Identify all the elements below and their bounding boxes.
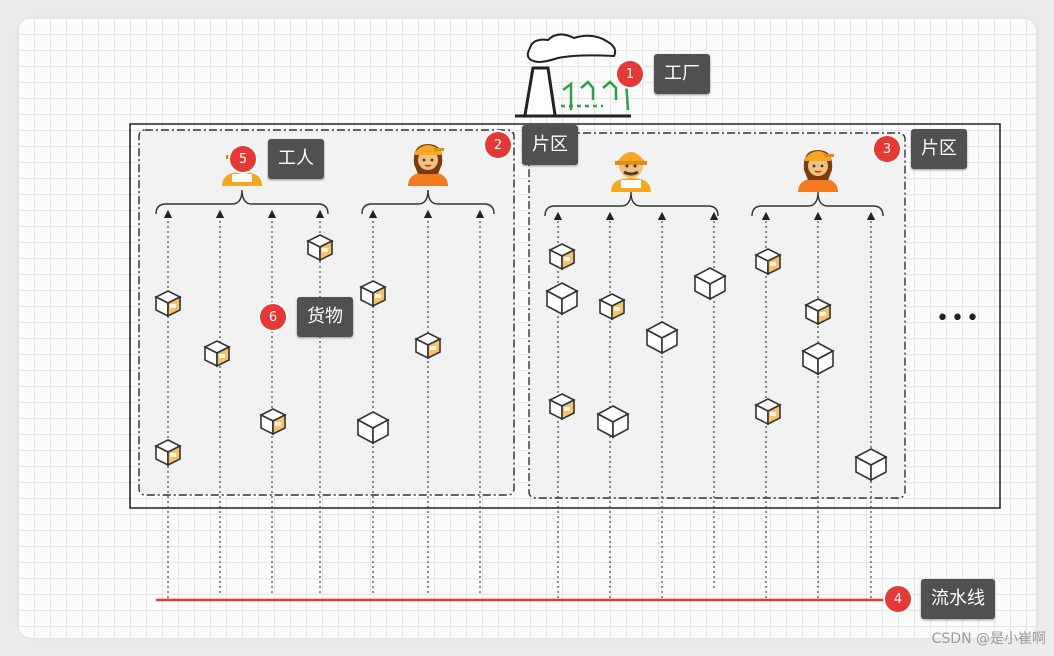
cube-icon (599, 293, 625, 320)
watermark: CSDN @是小崔啊 (931, 631, 1046, 647)
factory-icon (515, 33, 631, 118)
label-pipeline: 流水线 (921, 579, 995, 619)
diagram-canvas: ••• 1 工厂 2 片区 3 片区 5 工人 6 货物 4 流水线 (18, 18, 1036, 638)
badge-zone-left: 2 (485, 132, 511, 158)
cube-icon (155, 439, 181, 466)
cube-icon (360, 280, 386, 307)
label-worker: 工人 (268, 139, 324, 179)
zone-right (528, 132, 906, 499)
cube-icon (755, 248, 781, 275)
cube-icon (755, 398, 781, 425)
label-zone-left: 片区 (522, 125, 578, 165)
badge-zone-right: 3 (874, 136, 900, 162)
badge-pipeline: 4 (885, 586, 911, 612)
label-factory: 工厂 (654, 54, 710, 94)
factory-pipeline-diagram (129, 33, 1001, 602)
cube-icon (260, 408, 286, 435)
cube-icon (155, 290, 181, 317)
label-goods: 货物 (297, 297, 353, 337)
factory-boundary (129, 123, 1001, 509)
cube-icon (549, 243, 575, 270)
badge-goods: 6 (260, 304, 286, 330)
ellipsis-indicator: ••• (936, 306, 981, 331)
badge-worker: 5 (230, 146, 256, 172)
cube-icon (549, 393, 575, 420)
worker-braces (155, 189, 884, 217)
cube-icon (415, 332, 441, 359)
cube-icon (307, 234, 333, 261)
cube-icon (204, 340, 230, 367)
label-zone-right: 片区 (911, 129, 967, 169)
cube-icon (805, 298, 831, 325)
badge-factory: 1 (617, 61, 643, 87)
